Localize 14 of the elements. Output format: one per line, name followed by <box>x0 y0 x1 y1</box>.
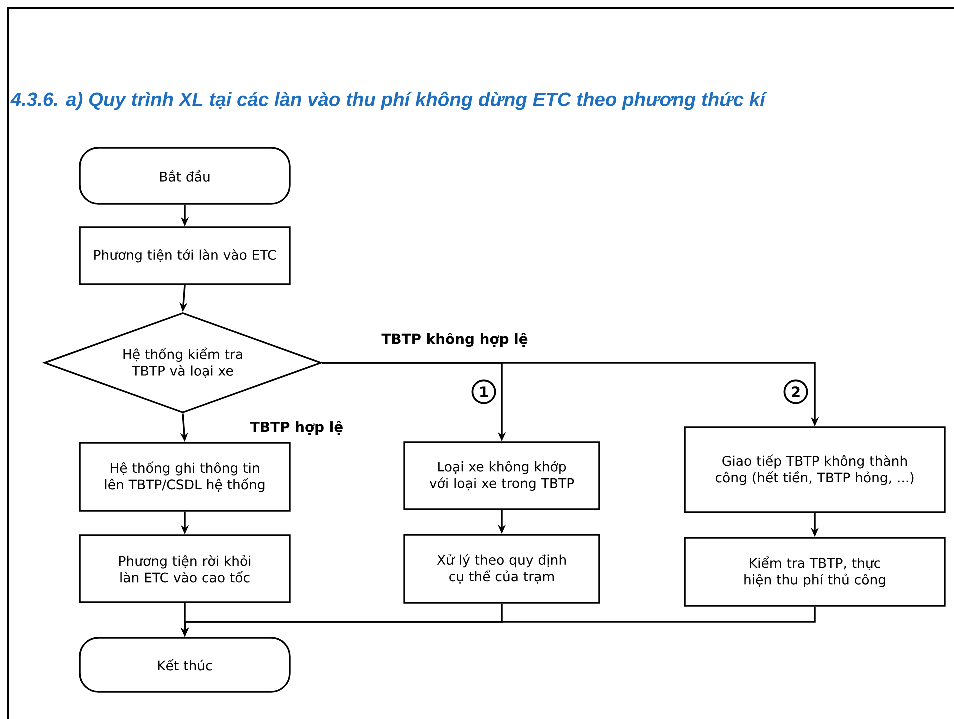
process-box: Hệ thống ghi thông tin lên TBTP/CSDL hệ thống <box>79 442 291 512</box>
branch-label: TBTP không hợp lệ <box>380 332 530 348</box>
title: 4.3.6. a) Quy trình XL tại các làn vào thu phí không dừng ETC theo phương thức kí <box>10 92 768 110</box>
circled-number: 1 <box>472 380 496 404</box>
edge-label: TBTP hợp lệ <box>249 420 345 436</box>
process-box: Loại xe không khớp với loại xe trong TBTP <box>404 442 600 510</box>
process-box: Phương tiện tới làn vào ETC <box>79 226 291 286</box>
circled-number: 2 <box>784 380 808 404</box>
terminal-box: Kết thúc <box>79 637 291 693</box>
process-box: Xử lý theo quy định cụ thể của trạm <box>404 534 600 604</box>
process-box: Phương tiện rời khỏi làn ETC vào cao tốc <box>79 534 291 604</box>
terminal-box: Bắt đầu <box>79 147 291 205</box>
process-box: Giao tiếp TBTP không thành công (hết tiền, TBTP hỏng, ...) <box>684 426 946 514</box>
process-box: Kiểm tra TBTP, thực hiện thu phí thủ công <box>684 537 946 607</box>
